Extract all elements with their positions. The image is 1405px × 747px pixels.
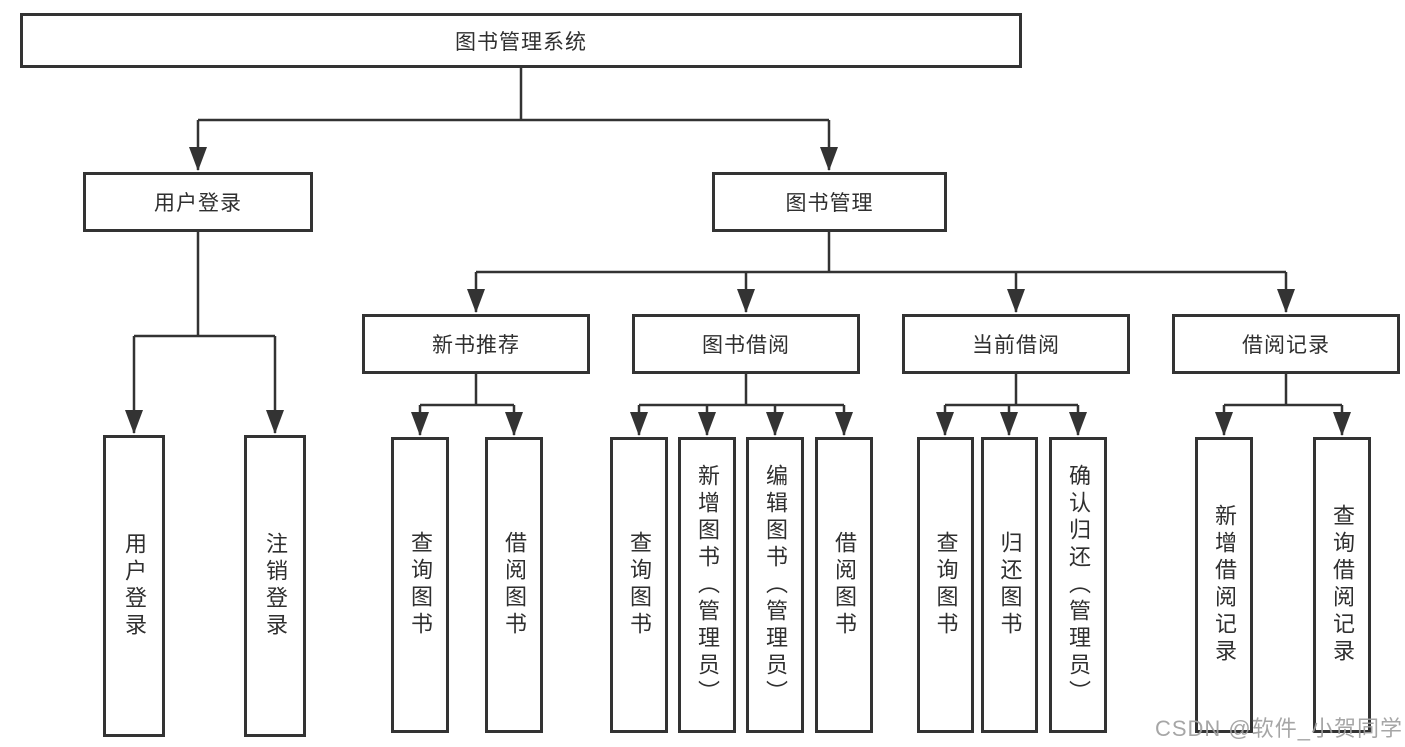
node-user-login: 用户登录 <box>83 172 313 232</box>
leaf-cb-confirm-return-admin: 确认归还（管理员） <box>1049 437 1107 733</box>
watermark: CSDN @软件_小贺同学 <box>1154 716 1403 741</box>
leaf-bb-borrow-books: 借阅图书 <box>815 437 873 733</box>
node-book-management: 图书管理 <box>712 172 947 232</box>
leaf-nb-borrow-books-label: 借阅图书 <box>502 531 527 639</box>
leaf-bb-edit-books-admin-label: 编辑图书（管理员） <box>763 463 788 707</box>
node-user-login-label: 用户登录 <box>154 192 242 215</box>
leaf-cb-return-books: 归还图书 <box>981 437 1038 733</box>
leaf-bb-query-books: 查询图书 <box>610 437 668 733</box>
node-book-management-label: 图书管理 <box>785 192 874 215</box>
leaf-bb-query-books-label: 查询图书 <box>627 531 652 639</box>
leaf-user-login: 用户登录 <box>103 435 165 737</box>
leaf-cb-query-books: 查询图书 <box>917 437 974 733</box>
leaf-bb-add-books-admin-label: 新增图书（管理员） <box>695 463 720 707</box>
leaf-bb-add-books-admin: 新增图书（管理员） <box>678 437 736 733</box>
leaf-bb-edit-books-admin: 编辑图书（管理员） <box>746 437 804 733</box>
node-book-borrow: 图书借阅 <box>632 314 860 374</box>
leaf-cb-confirm-return-admin-label: 确认归还（管理员） <box>1066 463 1091 707</box>
leaf-bb-borrow-books-label: 借阅图书 <box>832 531 857 639</box>
node-root-label: 图书管理系统 <box>455 30 587 54</box>
leaf-br-query-record-label: 查询借阅记录 <box>1330 504 1355 666</box>
node-new-book-recommend-label: 新书推荐 <box>432 334 520 357</box>
node-current-borrow: 当前借阅 <box>902 314 1130 374</box>
leaf-br-query-record: 查询借阅记录 <box>1313 437 1371 733</box>
leaf-nb-query-books: 查询图书 <box>391 437 449 733</box>
leaf-cb-query-books-label: 查询图书 <box>933 531 959 639</box>
node-borrow-records-label: 借阅记录 <box>1242 334 1330 357</box>
leaf-user-login-label: 用户登录 <box>122 532 147 640</box>
leaf-nb-query-books-label: 查询图书 <box>408 531 433 639</box>
leaf-br-add-record: 新增借阅记录 <box>1195 437 1253 733</box>
node-borrow-records: 借阅记录 <box>1172 314 1400 374</box>
leaf-nb-borrow-books: 借阅图书 <box>485 437 543 733</box>
leaf-logout-label: 注销登录 <box>263 532 288 640</box>
node-root: 图书管理系统 <box>20 13 1022 68</box>
leaf-cb-return-books-label: 归还图书 <box>997 531 1023 639</box>
node-new-book-recommend: 新书推荐 <box>362 314 590 374</box>
leaf-br-add-record-label: 新增借阅记录 <box>1212 504 1237 666</box>
node-book-borrow-label: 图书借阅 <box>702 334 790 357</box>
leaf-logout: 注销登录 <box>244 435 306 737</box>
node-current-borrow-label: 当前借阅 <box>972 334 1060 357</box>
